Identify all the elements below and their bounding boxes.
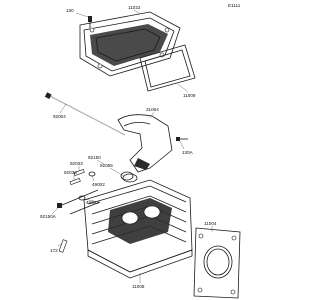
exploded-parts-diagram: E1111 xyxy=(40,3,241,299)
part-label-92150a: 92150A xyxy=(40,214,57,219)
cylinder-head-part xyxy=(83,179,193,279)
part-label-92004: 92004 xyxy=(53,114,66,119)
part-label-11004: 11004 xyxy=(204,221,217,226)
part-label-92150: 92150 xyxy=(88,155,101,160)
pin-172-part xyxy=(58,239,68,253)
part-label-130a: 130A xyxy=(182,150,194,155)
head-gasket-part xyxy=(193,227,241,299)
part-label-11008: 11008 xyxy=(132,284,145,289)
part-label-130: 130 xyxy=(66,8,74,13)
small-fasteners-part xyxy=(57,168,101,215)
part-label-11022: 11022 xyxy=(128,5,141,10)
part-label-172: 172 xyxy=(50,248,58,253)
bolt-130-part xyxy=(88,16,92,28)
intake-pipe-part xyxy=(117,114,173,181)
bolt-130a-part xyxy=(176,137,188,141)
stud-92004-part xyxy=(44,92,126,136)
oring-92055-part xyxy=(122,173,138,183)
part-label-31064: 31064 xyxy=(146,107,159,112)
part-label-92033-upper: 92033 xyxy=(70,161,83,166)
valve-cover-gasket-part xyxy=(139,44,196,92)
part-label-11009: 11009 xyxy=(183,93,196,98)
part-label-92055: 92055 xyxy=(100,163,113,168)
leader-lines xyxy=(51,9,213,283)
part-label-49002-lower: 49002 xyxy=(86,200,99,205)
part-label-49002-upper: 49002 xyxy=(92,182,105,187)
valve-cover-part xyxy=(79,11,181,77)
part-label-92033-lower: 92033 xyxy=(64,170,77,175)
page-code: E1111 xyxy=(228,3,241,8)
